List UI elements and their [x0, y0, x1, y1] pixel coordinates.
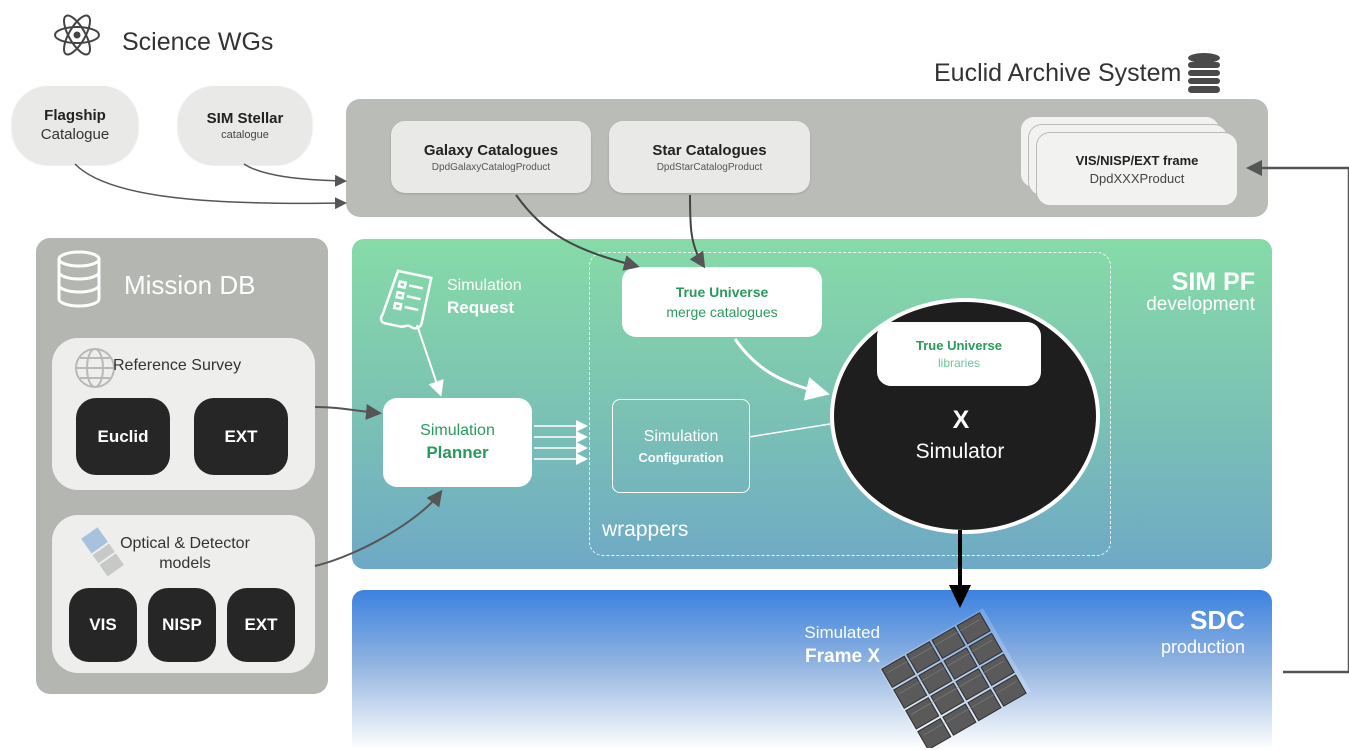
optical-models-to-planner-arrow [314, 489, 443, 567]
configuration-to-simulator-line [748, 423, 831, 438]
true-universe-libraries-node: True Universe libraries [877, 322, 1041, 386]
star-catalogues-title: Star Catalogues [652, 141, 767, 159]
simulator-label: Simulator [915, 440, 1005, 463]
reference-survey-label: Reference Survey [113, 357, 242, 374]
sdc-to-archive-feedback-line [1262, 166, 1349, 674]
simulation-request-line2: Request [447, 298, 515, 317]
galaxy-catalogues-product: DpdGalaxyCatalogProduct [431, 161, 551, 173]
sdc-title: SDC [1190, 605, 1245, 635]
simulator-x-label: X [952, 406, 970, 434]
galaxy-catalogues-node: Galaxy Catalogues DpdGalaxyCatalogProduc… [391, 121, 591, 193]
frame-product: DpdXXXProduct [1089, 170, 1185, 186]
simulation-planner-node: Simulation Planner [383, 398, 532, 487]
request-to-planner-arrow [416, 324, 444, 397]
simulation-request-label: Simulation Request [447, 277, 522, 318]
libraries-title: True Universe [916, 338, 1002, 353]
database-icon [1187, 52, 1221, 94]
reference-survey-to-planner-arrow [314, 403, 382, 420]
globe-icon [73, 346, 117, 390]
planner-line1: Simulation [420, 422, 495, 439]
star-to-true-universe-arrow [689, 194, 706, 269]
simulation-request-line1: Simulation [447, 277, 522, 294]
satellite-icon [78, 525, 126, 577]
vis-nisp-ext-frame-node: VIS/NISP/EXT frame DpdXXXProduct [1036, 132, 1238, 206]
planner-line2: Planner [426, 443, 489, 462]
sdc-panel [352, 590, 1272, 750]
nisp-model-node: NISP [148, 588, 216, 662]
vis-model-node: VIS [69, 588, 137, 662]
sim-stellar-subtitle: catalogue [221, 128, 269, 141]
sdc-subtitle: production [1160, 637, 1245, 657]
frame-title: VIS/NISP/EXT frame [1075, 152, 1199, 168]
star-catalogues-node: Star Catalogues DpdStarCatalogProduct [609, 121, 810, 193]
flagship-subtitle: Catalogue [40, 126, 110, 143]
simulated-frame-label: Simulated Frame X [760, 623, 880, 668]
star-catalogues-product: DpdStarCatalogProduct [656, 161, 763, 173]
simstellar-to-archive-arrow [243, 163, 347, 187]
flagship-to-archive-arrow [74, 163, 347, 210]
database-icon [56, 250, 102, 308]
wrappers-region [589, 252, 1111, 556]
sim-stellar-title: SIM Stellar [206, 109, 284, 127]
atom-icon [52, 8, 102, 62]
sim-pf-subtitle: development [1146, 294, 1255, 315]
flagship-catalogue-node: Flagship Catalogue [12, 86, 138, 164]
ext-model-node: EXT [227, 588, 295, 662]
true-universe-sub: merge catalogues [666, 304, 778, 320]
configuration-line1: Simulation [643, 427, 719, 445]
archive-system-label: Euclid Archive System [934, 59, 1182, 87]
science-wgs-label: Science WGs [122, 28, 274, 56]
true-universe-merge-node: True Universe merge catalogues [622, 267, 822, 337]
simulated-frame-line1: Simulated [804, 623, 880, 642]
true-universe-title: True Universe [675, 284, 769, 300]
optical-detector-line2: models [159, 555, 211, 572]
simulator-to-frame-arrowhead [949, 585, 971, 608]
libraries-sub: libraries [937, 356, 980, 370]
planner-to-configuration-arrows [534, 420, 588, 465]
wrappers-label: wrappers [602, 518, 689, 541]
simulation-configuration-node: Simulation Configuration [612, 399, 750, 493]
detector-mosaic-icon [879, 608, 1031, 748]
configuration-line2: Configuration [638, 449, 724, 465]
true-universe-to-simulator-arrow [733, 338, 830, 401]
sim-stellar-catalogue-node: SIM Stellar catalogue [178, 86, 312, 164]
flagship-title: Flagship [44, 107, 106, 124]
euclid-survey-node: Euclid [76, 398, 170, 475]
galaxy-to-true-universe-arrow [515, 194, 640, 271]
optical-detector-label: Optical & Detector models [100, 534, 270, 574]
mission-db-title: Mission DB [124, 270, 256, 300]
sim-pf-title: SIM PF [1171, 268, 1255, 296]
ext-survey-node: EXT [194, 398, 288, 475]
optical-detector-line1: Optical & Detector [120, 535, 250, 552]
document-icon [378, 268, 442, 334]
sdc-to-archive-feedback-arrowhead [1246, 160, 1262, 176]
galaxy-catalogues-title: Galaxy Catalogues [423, 141, 559, 159]
simulated-frame-line2: Frame X [805, 646, 880, 667]
